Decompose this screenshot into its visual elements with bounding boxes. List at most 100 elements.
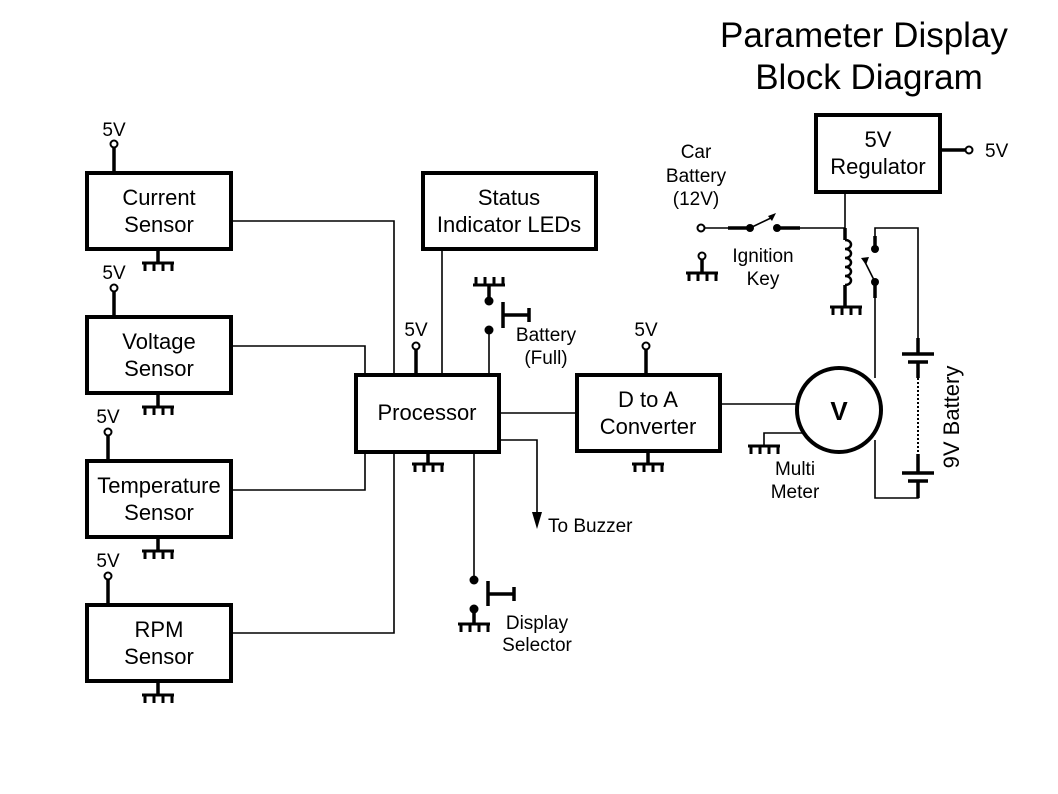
voltage-sensor-label-2: Sensor [124, 356, 194, 381]
dac-block: D to A Converter [575, 373, 722, 453]
regulator-label-1: 5V [865, 127, 892, 152]
ground-processor [410, 452, 446, 474]
supply-rpm-sensor: 5V [96, 551, 120, 605]
temperature-sensor-label-1: Temperature [97, 473, 221, 498]
supply-voltage-sensor: 5V [102, 263, 126, 317]
supply-processor: 5V [404, 320, 428, 375]
status-leds-block: Status Indicator LEDs [421, 171, 598, 251]
ground-icon [410, 462, 446, 474]
rpm-sensor-label-2: Sensor [124, 644, 194, 669]
voltmeter-icon [795, 366, 883, 454]
nine-volt-battery: 9V Battery [902, 338, 964, 498]
ground-icon [140, 261, 176, 273]
terminal-icon [411, 341, 421, 351]
nine-volt-battery-label: 9V Battery [939, 366, 964, 469]
battery-full-label-1: Battery [516, 325, 577, 346]
dac-label-1: D to A [618, 387, 678, 412]
terminal-icon [641, 341, 651, 351]
ground-icon [140, 405, 176, 417]
switch-lever-icon [749, 216, 774, 229]
wire-voltage-to-processor [231, 345, 366, 375]
meter-symbol: V [830, 396, 848, 426]
regulator-output-label: 5V [985, 141, 1009, 162]
terminal-icon [103, 427, 113, 437]
ground-icon [828, 305, 864, 317]
processor-label: Processor [377, 400, 476, 425]
ignition-key-switch: Ignition Key [732, 213, 794, 290]
ground-voltage-sensor [140, 393, 176, 417]
to-buzzer-label: To Buzzer [548, 516, 633, 537]
multimeter-label-1: Multi [775, 459, 815, 480]
ignition-key-label-2: Key [747, 269, 780, 290]
terminal-icon [964, 145, 974, 155]
supply-label: 5V [634, 320, 658, 341]
title-line-1: Parameter Display [720, 16, 1008, 55]
supply-label: 5V [102, 263, 126, 284]
ground-dac [630, 451, 666, 474]
ground-car-battery [684, 251, 720, 283]
supply-label: 5V [96, 407, 120, 428]
supply-label: 5V [404, 320, 428, 341]
title-line-2: Block Diagram [755, 58, 983, 97]
car-battery-label-2: Battery [666, 166, 727, 187]
wire-meter-ground [763, 432, 802, 446]
multimeter-label-2: Meter [771, 482, 820, 503]
wire-temperature-to-processor [231, 452, 366, 491]
relay-contact-icon [864, 261, 876, 283]
wire-relay-to-battery [874, 227, 919, 338]
display-selector-switch: Display Selector [456, 575, 573, 656]
car-battery-label-1: Car [681, 142, 712, 163]
relay-coil-icon [844, 238, 853, 287]
ground-icon [456, 622, 492, 634]
terminal-icon [103, 571, 113, 581]
ground-icon [684, 271, 720, 283]
rpm-sensor-block: RPM Sensor [85, 603, 233, 683]
rpm-sensor-label-1: RPM [135, 617, 184, 642]
current-sensor-label-2: Sensor [124, 212, 194, 237]
display-selector-label-1: Display [506, 613, 569, 634]
wire-rpm-to-processor [231, 452, 395, 634]
ground-icon [140, 549, 176, 561]
ground-icon [140, 693, 176, 705]
ground-temperature-sensor [140, 537, 176, 561]
ground-meter [746, 444, 782, 456]
wire-meter-to-battery [874, 440, 919, 499]
multimeter: V Multi Meter [771, 366, 883, 503]
wire-to-buzzer [499, 439, 538, 515]
battery-full-switch: Battery (Full) [471, 275, 577, 369]
current-sensor-label-1: Current [122, 185, 195, 210]
processor-block: Processor [354, 373, 501, 454]
ignition-key-label-1: Ignition [732, 246, 793, 267]
supply-dac: 5V [634, 320, 658, 375]
status-leds-label-2: Indicator LEDs [437, 212, 581, 237]
status-leds-label-1: Status [478, 185, 540, 210]
ground-relay [828, 305, 864, 317]
regulator-output: 5V [964, 141, 1009, 162]
dac-label-2: Converter [600, 414, 697, 439]
car-battery-label-3: (12V) [673, 189, 719, 210]
current-sensor-block: Current Sensor [85, 171, 233, 251]
voltage-sensor-block: Voltage Sensor [85, 315, 233, 395]
ground-rpm-sensor [140, 681, 176, 705]
terminal-icon [109, 139, 119, 149]
ground-current-sensor [140, 249, 176, 273]
arrow-to-buzzer [532, 512, 542, 529]
terminal-icon [109, 283, 119, 293]
regulator-block: 5V Regulator [814, 113, 942, 194]
ground-icon [471, 275, 507, 287]
terminal-icon [696, 223, 706, 233]
supply-current-sensor: 5V [102, 120, 126, 173]
terminal-icon [697, 251, 707, 261]
temperature-sensor-block: Temperature Sensor [85, 459, 233, 539]
battery-full-label-2: (Full) [524, 348, 567, 369]
supply-temperature-sensor: 5V [96, 407, 120, 461]
voltage-sensor-label-1: Voltage [122, 329, 195, 354]
supply-label: 5V [102, 120, 126, 141]
car-battery-terminal: Car Battery (12V) [666, 142, 727, 233]
ground-icon [630, 462, 666, 474]
display-selector-label-2: Selector [502, 635, 572, 656]
relay [844, 238, 879, 287]
wire-current-to-processor [231, 220, 395, 375]
ground-icon [746, 444, 782, 456]
